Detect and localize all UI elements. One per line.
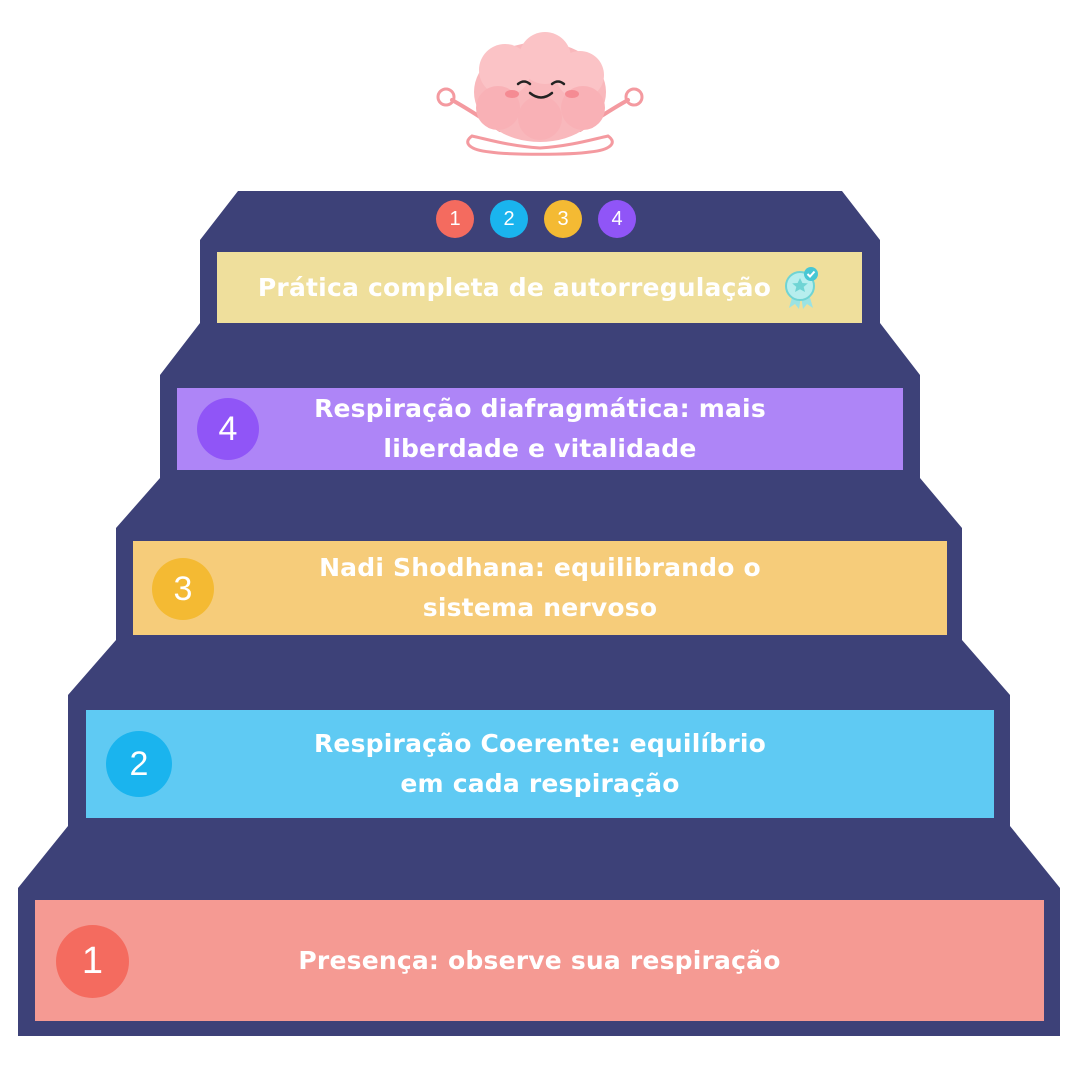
- step-2-band: Respiração Coerente: equilíbrio em cada …: [86, 710, 994, 818]
- step-3-band: Nadi Shodhana: equilibrando o sistema ne…: [133, 541, 947, 635]
- step-4-text: Respiração diafragmática: mais liberdade…: [314, 394, 766, 463]
- step-4-badge: 4: [197, 398, 259, 460]
- step-3-badge: 3: [152, 558, 214, 620]
- step-2-badge: 2: [106, 731, 172, 797]
- mini-badge-2: 2: [490, 200, 528, 238]
- step-1-band: Presença: observe sua respiração: [35, 900, 1044, 1021]
- mini-badge-4: 4: [598, 200, 636, 238]
- mini-badge-3: 3: [544, 200, 582, 238]
- step-4-band: Respiração diafragmática: mais liberdade…: [177, 388, 903, 470]
- award-ribbon-icon: [785, 266, 819, 309]
- top-step-text: Prática completa de autorregulação: [257, 272, 772, 302]
- step-1-badge: 1: [56, 925, 129, 998]
- mini-badge-1: 1: [436, 200, 474, 238]
- step-2-text: Respiração Coerente: equilíbrio em cada …: [313, 729, 766, 798]
- step-1-text: Presença: observe sua respiração: [298, 945, 781, 975]
- step-3-text: Nadi Shodhana: equilibrando o sistema ne…: [319, 553, 761, 622]
- meditating-brain-icon: [436, 32, 644, 156]
- top-step-band: Prática completa de autorregulação: [217, 252, 862, 323]
